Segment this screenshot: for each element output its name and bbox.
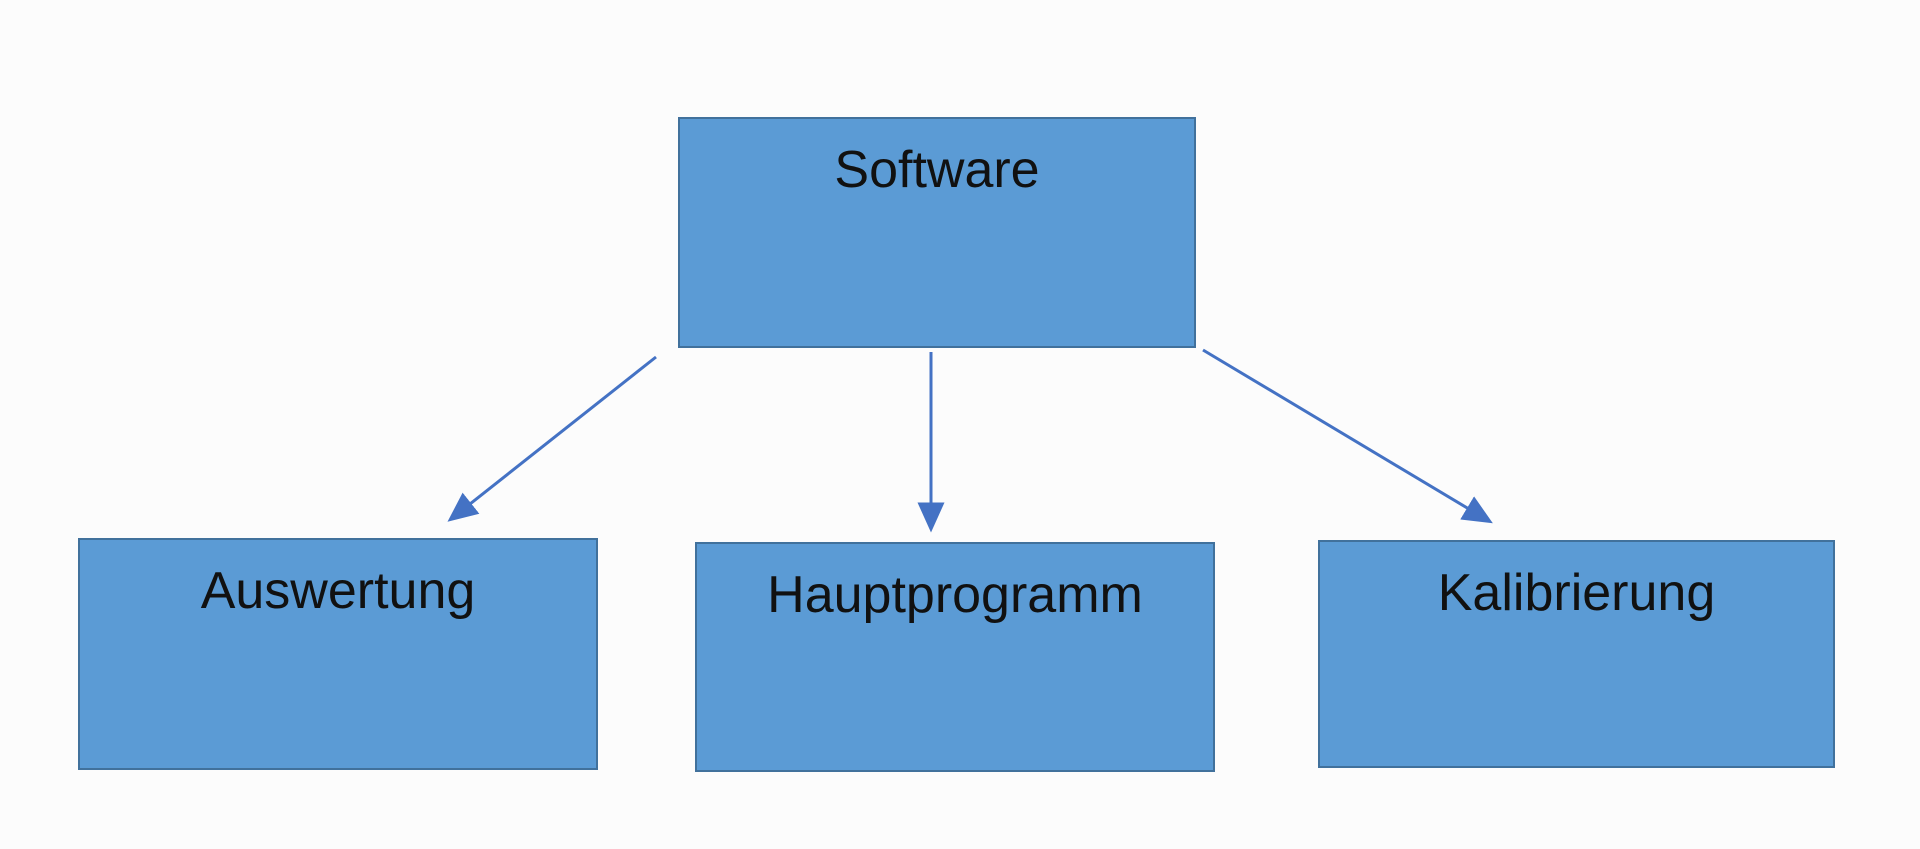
node-kalibrierung: Kalibrierung bbox=[1318, 540, 1835, 768]
node-software: Software bbox=[678, 117, 1196, 348]
node-auswertung: Auswertung bbox=[78, 538, 598, 770]
arrow-software-to-auswertung bbox=[447, 355, 657, 522]
node-software-label: Software bbox=[834, 141, 1040, 199]
node-hauptprogramm-label: Hauptprogramm bbox=[767, 566, 1143, 624]
node-kalibrierung-label: Kalibrierung bbox=[1437, 564, 1716, 622]
node-auswertung-label: Auswertung bbox=[200, 562, 476, 620]
node-hauptprogramm: Hauptprogramm bbox=[695, 542, 1215, 772]
arrow-software-to-kalibrierung bbox=[1202, 348, 1493, 524]
